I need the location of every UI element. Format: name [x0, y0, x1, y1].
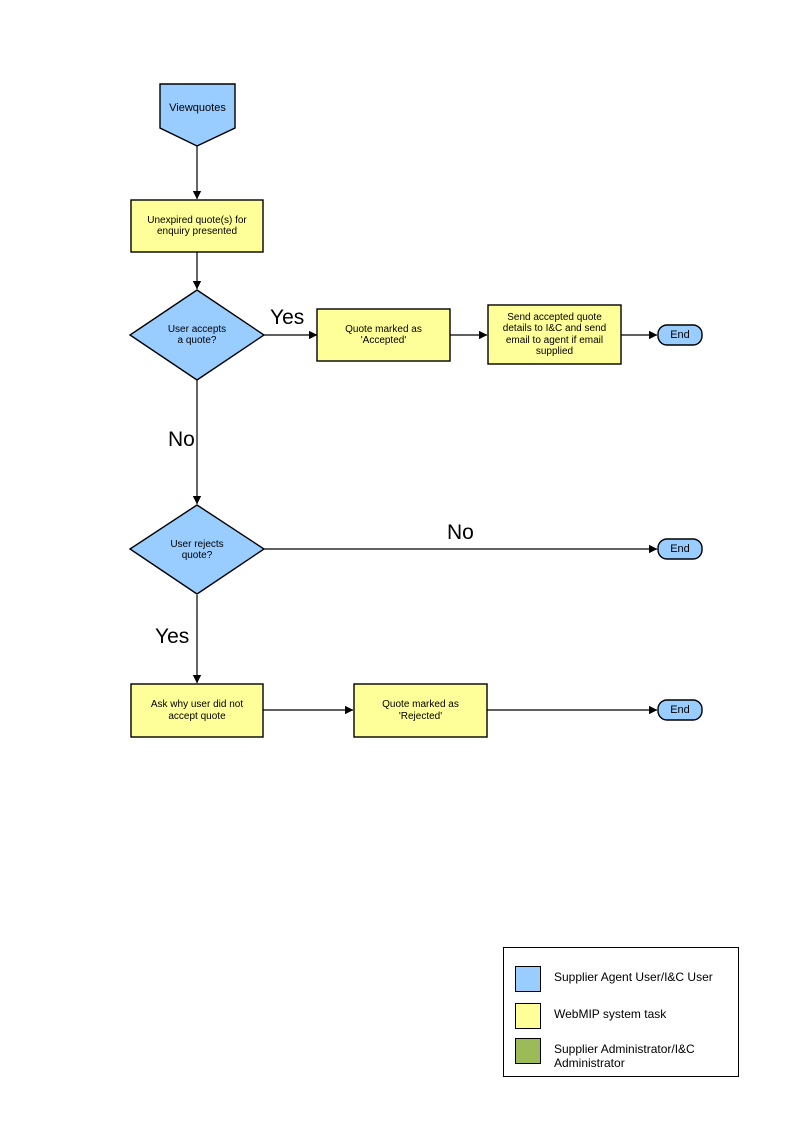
node-process-unexpired-quotes[interactable]: [130, 199, 264, 253]
node-terminator-end-1[interactable]: [657, 324, 703, 346]
legend-item-supplier-admin: Supplier Administrator/I&C Administrator: [515, 1038, 695, 1071]
node-process-quote-accepted[interactable]: [316, 308, 451, 362]
edge-label-no-reject: No: [447, 521, 474, 544]
edge-label-yes-accept: Yes: [270, 306, 305, 329]
legend-swatch-yellow: [515, 1003, 541, 1029]
edge-label-no-accept: No: [168, 428, 195, 451]
node-process-ask-why[interactable]: [130, 683, 264, 738]
legend-swatch-blue: [515, 966, 541, 992]
legend-label-supplier-agent: Supplier Agent User/I&C User: [554, 970, 713, 984]
node-start-viewquotes[interactable]: [159, 83, 236, 147]
node-terminator-end-3[interactable]: [657, 699, 703, 721]
node-process-quote-rejected[interactable]: [353, 683, 488, 738]
legend-item-supplier-agent: Supplier Agent User/I&C User: [515, 966, 713, 992]
legend-label-webmip-task: WebMIP system task: [554, 1007, 667, 1021]
legend-item-webmip-task: WebMIP system task: [515, 1003, 666, 1029]
node-terminator-end-2[interactable]: [657, 538, 703, 560]
legend-label-supplier-admin: Supplier Administrator/I&C Administrator: [554, 1042, 695, 1071]
legend: Supplier Agent User/I&C User WebMIP syst…: [503, 947, 739, 1077]
edge-label-yes-reject: Yes: [155, 625, 190, 648]
node-decision-user-rejects[interactable]: [128, 504, 266, 595]
legend-swatch-green: [515, 1038, 541, 1064]
node-process-send-details[interactable]: [487, 304, 622, 365]
node-decision-user-accepts[interactable]: [128, 289, 266, 381]
